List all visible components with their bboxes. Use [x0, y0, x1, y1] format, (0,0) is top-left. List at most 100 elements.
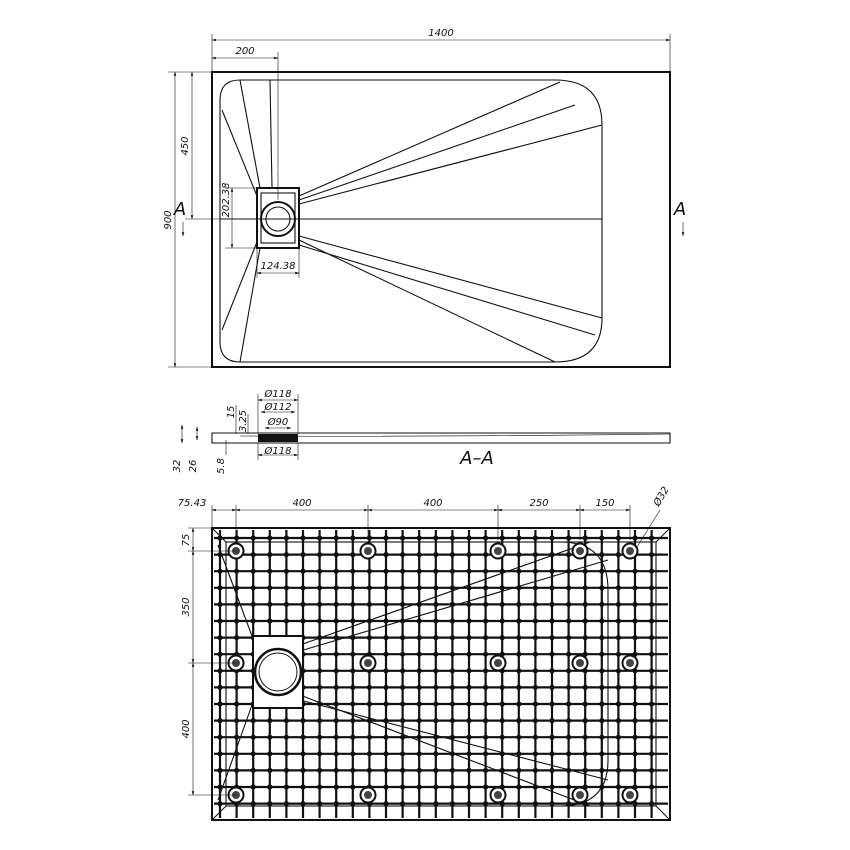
grid-node [416, 668, 422, 674]
grid-node [532, 668, 539, 674]
grid-node [615, 635, 622, 641]
grid-node [416, 718, 422, 724]
grid-node [632, 701, 638, 707]
grid-node [466, 701, 472, 707]
grid-node [433, 651, 439, 657]
grid-node [333, 618, 339, 624]
dim-75: 75 [181, 534, 192, 547]
grid-node [317, 718, 323, 724]
grid-node [632, 568, 638, 574]
grid-node [549, 801, 555, 807]
grid-node [250, 552, 256, 558]
grid-node [400, 751, 406, 757]
grid-node [615, 751, 622, 757]
dim-350: 350 [181, 597, 192, 616]
bottom-view: 75.43 400 400 250 150 Ø32 75 350 400 [178, 485, 672, 821]
dim-width: 1400 [428, 28, 453, 39]
grid-node [483, 718, 489, 724]
grid-node [333, 701, 339, 707]
section-profile [211, 432, 671, 444]
grid-node [599, 801, 605, 807]
grid-node [383, 668, 389, 674]
grid-node [383, 767, 389, 774]
grid-node [615, 684, 622, 691]
grid-node [400, 767, 406, 774]
grid-node [599, 651, 605, 657]
grid-node [516, 618, 522, 624]
support-foot-core [626, 547, 634, 555]
grid-node [250, 718, 256, 724]
bottom-drain-circle [253, 647, 303, 697]
support-foot-core [364, 547, 372, 555]
grid-node [234, 767, 240, 774]
grid-node [433, 801, 439, 807]
grid-node [416, 701, 422, 707]
grid-node [350, 535, 356, 541]
dim-32: 32 [172, 460, 183, 473]
grid-node [516, 552, 522, 558]
grid-node [416, 784, 422, 790]
grid-node [449, 635, 455, 641]
grid-node [333, 784, 339, 790]
grid-node [383, 701, 389, 707]
grid-node [532, 701, 539, 707]
support-foot-core [626, 791, 634, 799]
section-drain [258, 434, 298, 442]
grid-node [649, 601, 655, 608]
grid-node [300, 552, 306, 558]
grid-node [317, 585, 323, 591]
slope-lines-top [221, 79, 603, 205]
grid-node [649, 801, 655, 807]
grid-node [383, 684, 389, 691]
grid-node [483, 684, 489, 691]
grid-node [234, 568, 240, 574]
dim-d32: Ø32 [651, 485, 672, 510]
grid-node [234, 684, 240, 691]
grid-node [350, 568, 356, 574]
grid-node [416, 684, 422, 691]
dim-400-v: 400 [181, 719, 192, 738]
grid-node [234, 718, 240, 724]
grid-node [549, 601, 555, 608]
grid-node [532, 684, 539, 691]
grid-node [449, 668, 455, 674]
grid-node [615, 585, 622, 591]
grid-node [449, 651, 455, 657]
grid-node [582, 601, 588, 608]
grid-node [582, 684, 588, 691]
grid-node [250, 784, 256, 790]
grid-node [615, 801, 622, 807]
grid-node [433, 701, 439, 707]
grid-node [234, 585, 240, 591]
grid-node [433, 601, 439, 608]
grid-node [350, 618, 356, 624]
grid-node [400, 651, 406, 657]
grid-node [383, 568, 389, 574]
grid-node [632, 767, 638, 774]
grid-node [333, 651, 339, 657]
grid-node [250, 618, 256, 624]
grid-node [400, 784, 406, 790]
support-foot-core [494, 791, 502, 799]
grid-node [416, 751, 422, 757]
support-foot-core [576, 547, 584, 555]
grid-node [350, 601, 356, 608]
dim-250: 250 [529, 498, 548, 509]
grid-node [516, 568, 522, 574]
grid-node [433, 784, 439, 790]
grid-node [333, 552, 339, 558]
grid-node [599, 552, 605, 558]
grid-node [449, 701, 455, 707]
grid-node [350, 585, 356, 591]
grid-node [217, 751, 223, 757]
dim-d90: Ø90 [267, 416, 289, 428]
grid-node [416, 552, 422, 558]
grid-node [466, 751, 472, 757]
grid-node [217, 684, 223, 691]
grid-node [516, 784, 522, 790]
grid-node [433, 618, 439, 624]
grid-node [400, 668, 406, 674]
grid-node [333, 684, 339, 691]
support-foot-core [364, 659, 372, 667]
grid-node [383, 801, 389, 807]
